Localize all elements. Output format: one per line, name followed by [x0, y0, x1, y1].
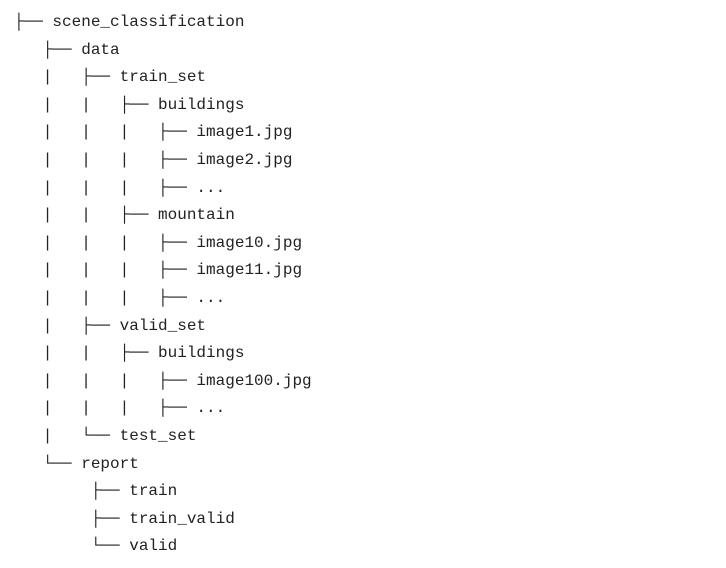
tree-line-ellipsis: | | | ├── ... — [14, 399, 226, 418]
tree-line-ellipsis: | | | ├── ... — [14, 178, 226, 197]
tree-line-root: ├── scene_classification — [14, 13, 245, 31]
tree-line-train-valid: ├── train_valid — [14, 509, 235, 528]
tree-line-image2: | | | ├── image2.jpg — [14, 150, 293, 169]
tree-line-train-set: | ├── train_set — [14, 68, 207, 87]
tree-line-data: ├── data — [14, 40, 120, 59]
tree-line-image11: | | | ├── image11.jpg — [14, 261, 303, 280]
tree-line-image1: | | | ├── image1.jpg — [14, 123, 293, 142]
directory-tree: ├── scene_classification ├── data | ├── … — [14, 9, 312, 561]
tree-line-valid: └── valid — [14, 537, 178, 556]
tree-line-buildings: | | ├── buildings — [14, 95, 245, 114]
tree-line-train: ├── train — [14, 482, 178, 501]
tree-line-ellipsis: | | | ├── ... — [14, 288, 226, 307]
tree-line-test-set: | └── test_set — [14, 426, 197, 445]
tree-line-image100: | | | ├── image100.jpg — [14, 371, 312, 390]
tree-line-valid-set: | ├── valid_set — [14, 316, 207, 335]
tree-line-mountain: | | ├── mountain — [14, 206, 235, 225]
tree-line-image10: | | | ├── image10.jpg — [14, 233, 303, 252]
tree-line-buildings: | | ├── buildings — [14, 344, 245, 363]
tree-line-report: └── report — [14, 454, 139, 473]
